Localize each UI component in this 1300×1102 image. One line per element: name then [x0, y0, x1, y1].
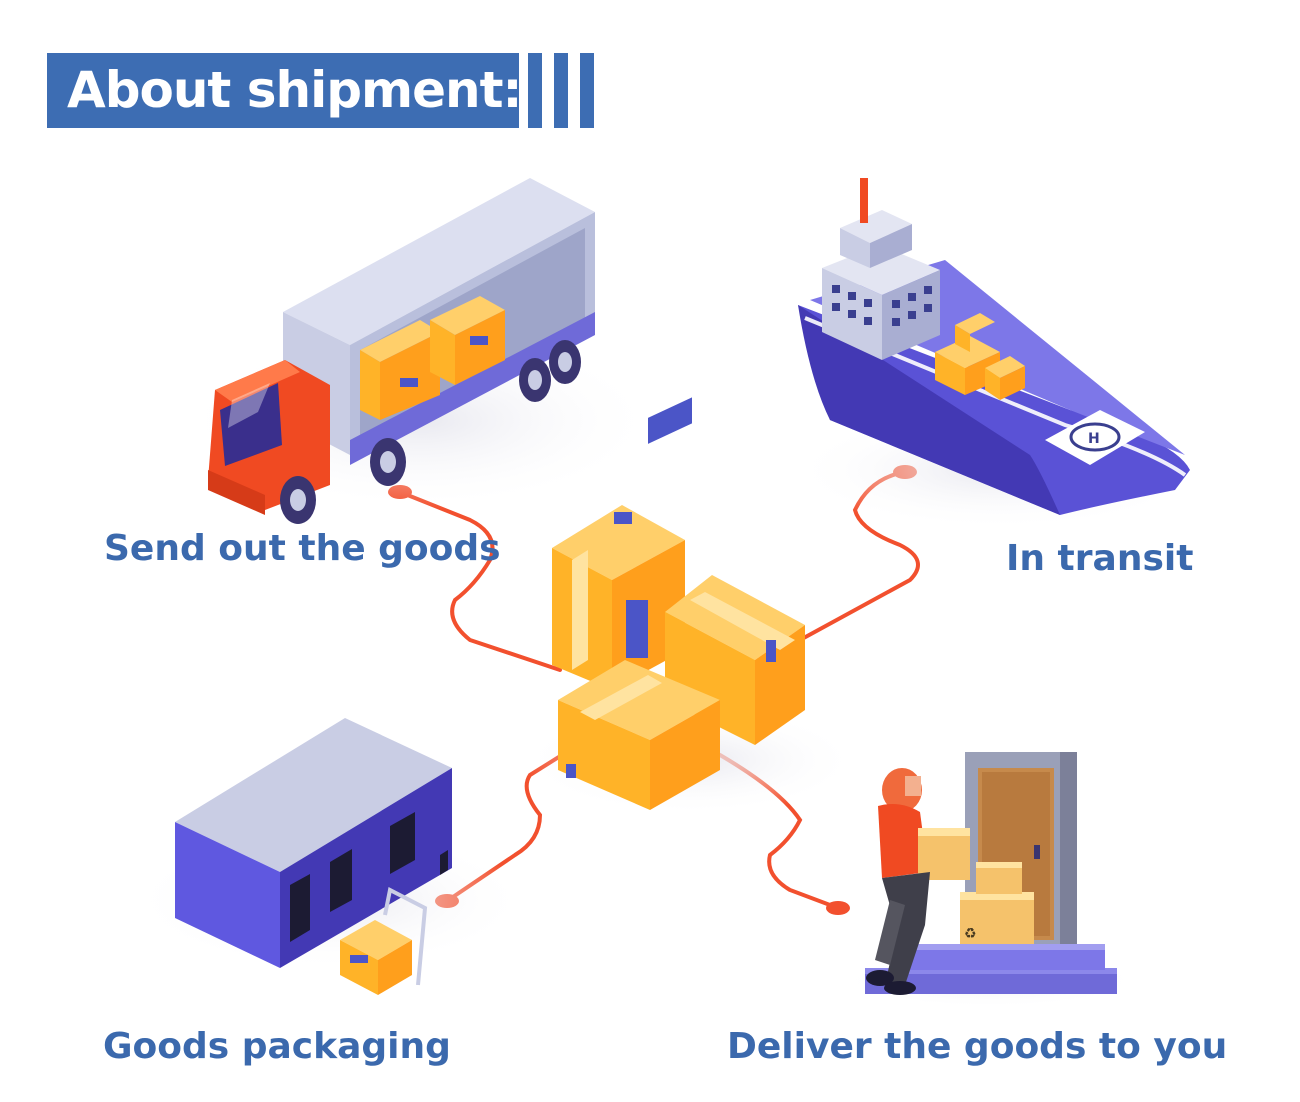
connector-send: [400, 492, 560, 670]
svg-text:♻: ♻: [964, 926, 977, 942]
delivery-truck-icon: [180, 178, 660, 524]
step-label-deliver: Deliver the goods to you: [727, 1026, 1227, 1067]
warehouse-icon: [130, 718, 530, 995]
cargo-ship-icon: H: [790, 178, 1210, 530]
step-label-send: Send out the goods: [104, 528, 501, 569]
svg-text:H: H: [1088, 431, 1100, 447]
courier-delivery-icon: ♻: [840, 752, 1140, 1008]
step-label-transit: In transit: [1006, 538, 1193, 579]
step-label-packaging: Goods packaging: [103, 1026, 451, 1067]
